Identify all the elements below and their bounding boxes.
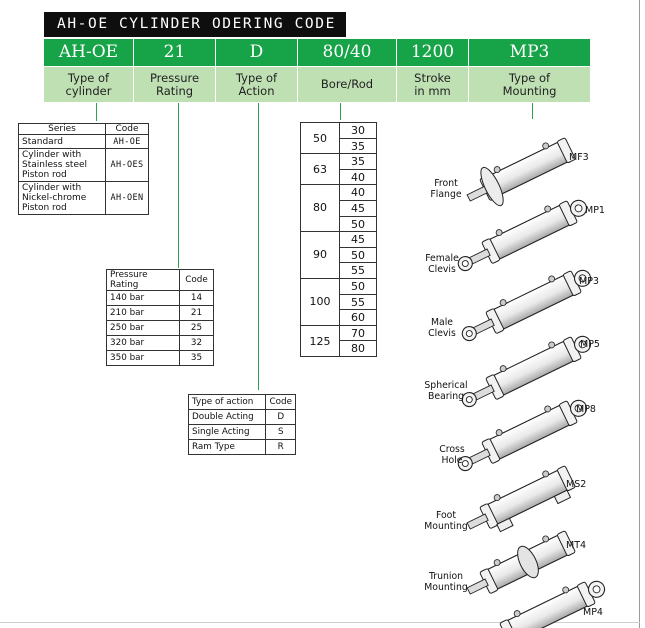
mounting-label: Front Flange <box>430 178 462 200</box>
page-title: AH-OE CYLINDER ODERING CODE <box>44 12 346 37</box>
code-label: Type of Mounting <box>469 67 590 102</box>
port-icon <box>544 205 552 213</box>
port-icon <box>499 299 507 306</box>
code-cell: AH-OE <box>44 39 133 66</box>
cylinder-end-cap <box>499 619 519 628</box>
port-icon <box>542 142 550 150</box>
mounting-label: Cross Hole <box>439 444 465 466</box>
pressure-code: 35 <box>179 350 214 366</box>
port-icon <box>544 405 552 413</box>
foot-icon <box>553 489 572 505</box>
series-name: Cylinder with Stainless steel Piston rod <box>18 148 106 182</box>
mounting-label: Female Clevis <box>425 253 459 275</box>
piston-rod <box>466 513 489 530</box>
clevis-hole-icon <box>574 204 583 213</box>
cylinder-end-cap <box>557 137 576 163</box>
action-code: R <box>265 439 296 455</box>
connector-cylinder <box>96 103 97 121</box>
action-code: D <box>265 409 296 425</box>
cylinder-end-cap <box>557 530 576 556</box>
flange-icon <box>480 166 504 207</box>
clevis-hole-icon <box>578 274 587 283</box>
code-cell: D <box>216 39 297 66</box>
code-label: Type of cylinder <box>44 67 133 102</box>
port-icon <box>499 365 507 372</box>
port-icon <box>493 494 501 501</box>
code-label-text: Pressure Rating <box>149 70 200 98</box>
port-icon <box>495 429 503 436</box>
code-cell: 80/40 <box>298 39 396 66</box>
connector-action <box>258 103 259 390</box>
frame-edge-bottom <box>0 622 640 623</box>
port-icon <box>493 166 501 173</box>
trunion-icon <box>517 545 539 579</box>
rod-cell: 80 <box>339 340 377 357</box>
code-cell: MP3 <box>469 39 590 66</box>
connector-mounting <box>532 103 533 119</box>
port-icon <box>493 559 501 566</box>
mounting-code: MP4 <box>583 607 603 618</box>
mounting-code: MP3 <box>579 276 599 287</box>
port-icon <box>542 470 550 478</box>
pressure-value: 350 bar <box>106 350 180 366</box>
frame-edge <box>639 0 640 628</box>
mounting-label: Trunion Mounting <box>424 571 468 593</box>
code-label: Type of Action <box>216 67 297 102</box>
port-icon <box>562 586 570 594</box>
port-icon <box>542 535 550 543</box>
cylinder-end-cap <box>557 465 576 491</box>
action-value: Ram Type <box>187 439 267 455</box>
mounting-label: Male Clevis <box>428 317 456 339</box>
series-name: Cylinder with Nickel-chrome Piston rod <box>18 181 106 215</box>
mounting-code: MF3 <box>569 152 589 163</box>
port-icon <box>513 610 521 617</box>
code-label: Bore/Rod <box>298 67 396 102</box>
connector-pressure <box>178 103 179 268</box>
port-icon <box>548 275 556 283</box>
series-code: AH-OEN <box>105 181 149 215</box>
mounting-code: MP8 <box>576 404 596 415</box>
clevis-hole-icon <box>592 585 601 594</box>
series-table: Series Code Standard AH-OE Cylinder with… <box>18 123 149 215</box>
mounting-code: MP5 <box>580 339 600 350</box>
piston-rod <box>466 578 489 595</box>
code-label-text: Type of Mounting <box>502 70 557 98</box>
mounting-label: Spherical Bearing <box>424 380 468 402</box>
clevis-hole-icon <box>578 340 587 349</box>
code-label-text: Bore/Rod <box>320 77 374 91</box>
code-label-text: Type of cylinder <box>65 70 112 98</box>
clevis-hole-icon <box>574 404 583 413</box>
code-label-text: Stroke in mm <box>414 70 451 98</box>
rod-eye-hole-icon <box>465 330 473 338</box>
code-label: Pressure Rating <box>134 67 215 102</box>
code-label: Stroke in mm <box>397 67 468 102</box>
mounting-code: MS2 <box>566 479 587 490</box>
connector-bore <box>340 103 341 120</box>
mounting-code: MP1 <box>585 205 605 216</box>
mounting-label: Foot Mounting <box>424 510 468 532</box>
rod-eye-hole-icon <box>461 260 469 268</box>
rod-eye-hole-icon <box>465 396 473 404</box>
mounting-code: MT4 <box>566 540 587 551</box>
code-label-text: Type of Action <box>235 70 278 98</box>
code-cell: 1200 <box>397 39 468 66</box>
rod-eye-hole-icon <box>461 460 469 468</box>
foot-icon <box>496 517 514 533</box>
code-cell: 21 <box>134 39 215 66</box>
port-icon <box>548 341 556 349</box>
port-icon <box>495 229 503 236</box>
